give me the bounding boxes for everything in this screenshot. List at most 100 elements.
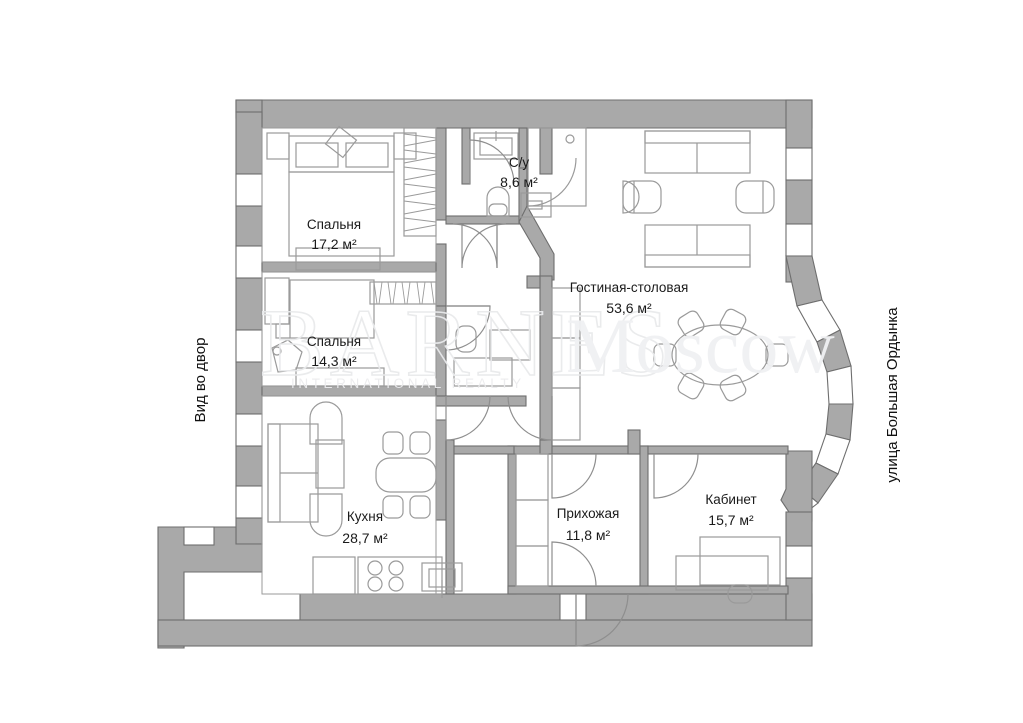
door-hallway-top: [551, 453, 597, 499]
shower-enclosure: [527, 127, 587, 207]
wall-living-v0: [539, 127, 553, 175]
bed-mattress: [288, 171, 395, 257]
room-label-study: Кабинет: [705, 492, 756, 507]
wall-hall-v2: [639, 445, 649, 595]
wardrobe-bedroom1: [403, 127, 437, 237]
window-right-3: [785, 545, 813, 579]
kitchen-chair-3: [382, 495, 404, 519]
armchair-left: [622, 180, 662, 214]
wall-left-seg1: [235, 111, 263, 175]
wardrobe-hatch-2: [373, 281, 435, 305]
window-left-2: [235, 245, 263, 279]
armchair-kitchen-top: [309, 401, 343, 445]
room-label-living: Гостиная-столовая: [570, 280, 689, 295]
wardrobe-box-1: [403, 127, 437, 237]
watermark-group: BARNES INTERNATIONAL REALTY Moscow: [259, 288, 835, 397]
wall-left-seg4: [235, 361, 263, 415]
wall-top: [235, 99, 813, 129]
stove-burner-3: [367, 576, 383, 592]
window-left-3: [235, 329, 263, 363]
door-bedroom2: [445, 305, 491, 351]
hall-closet-3: [515, 545, 549, 587]
label-courtyard-view: Вид во двор: [192, 338, 209, 423]
kitchen-chair-1: [382, 431, 404, 455]
room-labels: Спальня 17,2 м² Спальня 14,3 м² С/у 8,6 …: [307, 155, 757, 546]
armchair-left-arm: [622, 180, 640, 214]
door-entrance: [575, 593, 629, 647]
wall-right-seg5: [785, 577, 813, 621]
dining-set-living: [653, 308, 789, 402]
room-label-bedroom1: Спальня: [307, 217, 361, 232]
armchair-kitchen-bottom: [309, 493, 343, 537]
room-area-living: 53,6 м²: [606, 300, 652, 316]
wall-hall-v1: [507, 445, 517, 595]
wall-stub-1: [539, 439, 553, 455]
window-bay-left: [183, 526, 215, 546]
wall-structure: [157, 99, 854, 649]
room-label-bathroom: С/у: [509, 155, 530, 170]
dining-chair-2: [719, 308, 747, 336]
room-area-kitchen: 28,7 м²: [342, 530, 388, 546]
dining-chair-3: [765, 343, 789, 367]
nightstand-right: [393, 132, 417, 160]
room-area-study: 15,7 м²: [708, 512, 754, 528]
kitchen-counter: [357, 556, 443, 595]
wall-hall-h1: [507, 445, 649, 455]
cushion-decor: [324, 125, 358, 159]
study-chair: [727, 584, 753, 604]
wall-study-h1: [647, 445, 789, 455]
nightstand-left: [266, 132, 290, 160]
console-living: [675, 555, 769, 591]
kitchen-cabinet-left: [312, 556, 356, 595]
bed2-foot: [275, 323, 290, 339]
wardrobe-hatch-1: [403, 133, 437, 232]
room-label-bedroom2: Спальня: [307, 334, 361, 349]
wall-right-seg4: [785, 511, 813, 547]
bed-second: [264, 277, 385, 387]
stove-burner-4: [388, 576, 404, 592]
room-area-bathroom: 8,6 м²: [500, 174, 538, 190]
watermark-city: Moscow: [566, 302, 835, 389]
label-street-name: улица Большая Ордынка: [884, 307, 901, 483]
door-bathroom-inner: [469, 139, 515, 185]
wall-kitchen-v1: [435, 419, 447, 521]
wardrobe-bedroom2: [369, 281, 437, 305]
door-hallway-bottom: [551, 541, 597, 587]
corridor-bench: [453, 357, 513, 387]
furniture-layer: [264, 125, 789, 604]
pillow-left: [295, 142, 339, 168]
wall-left-seg5: [235, 445, 263, 487]
pillow-right: [345, 142, 389, 168]
bath-washer: [520, 192, 552, 218]
window-left-4: [235, 413, 263, 447]
door-kitchen: [445, 395, 491, 441]
room-area-hallway: 11,8 м²: [566, 527, 611, 543]
wall-int-v1: [435, 127, 447, 221]
kitchen-dining-set: [375, 431, 437, 519]
study-furniture: [699, 536, 781, 604]
room-area-bedroom1: 17,2 м²: [311, 236, 357, 252]
wall-hall-h2: [507, 585, 789, 595]
wall-kitchen-v2: [445, 439, 455, 595]
wall-bath-v1: [461, 127, 471, 185]
bathroom-fixtures: [473, 127, 587, 218]
wall-stub-2: [627, 429, 641, 455]
kitchen-chair-4: [409, 495, 431, 519]
armchair-bedroom2-arm: [272, 346, 282, 356]
stove-burner-2: [388, 560, 404, 576]
wardrobe-box-2: [369, 281, 437, 305]
shower-door-arc: [527, 157, 577, 207]
window-left-5: [235, 485, 263, 519]
wall-hall-h0: [453, 445, 515, 455]
shower-drain: [565, 134, 575, 144]
toilet: [486, 186, 510, 217]
armchair-right: [735, 180, 775, 214]
wall-right-seg2: [785, 179, 813, 225]
wall-left-seg6: [235, 517, 263, 545]
wall-left-seg3: [235, 277, 263, 331]
wall-left-seg2: [235, 205, 263, 247]
wall-kitchen-h1: [435, 395, 527, 407]
stove-burner-1: [367, 560, 383, 576]
